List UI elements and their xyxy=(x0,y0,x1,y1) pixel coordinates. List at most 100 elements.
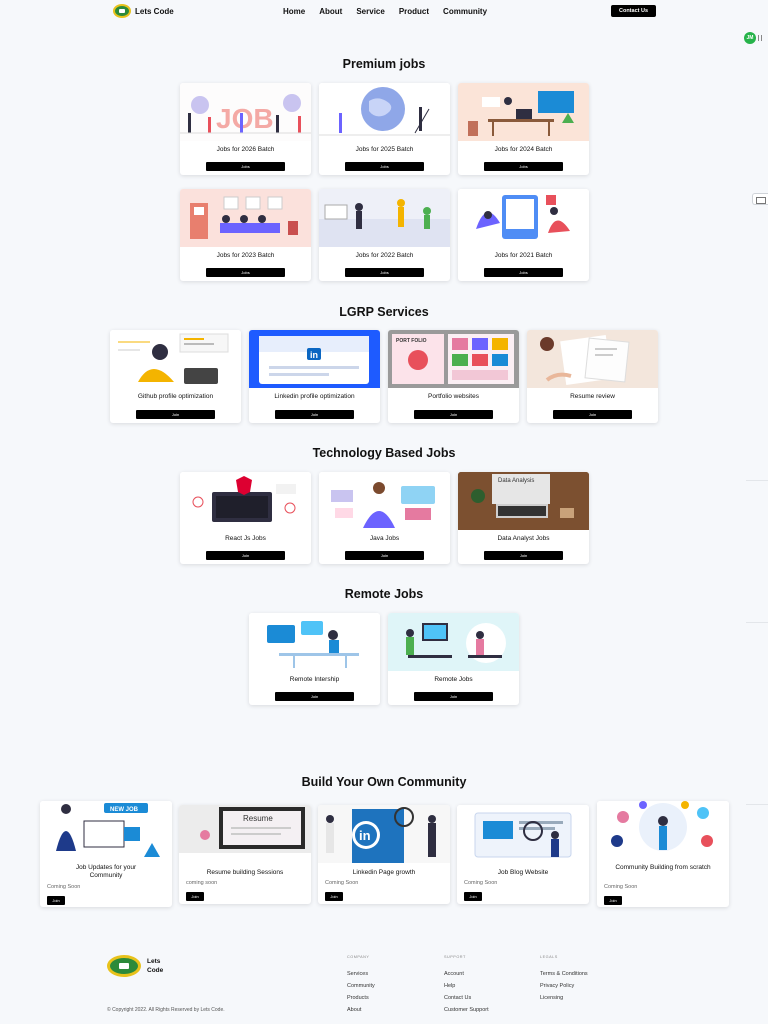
card-label: Remote Intership xyxy=(289,676,340,683)
remote-job-card: Remote Intership Join xyxy=(249,613,380,705)
footer-link-licensing[interactable]: Licensing xyxy=(540,995,564,1001)
card-label: Job Updates for your Community xyxy=(75,864,137,879)
footer-link-products[interactable]: Products xyxy=(347,995,369,1001)
remote-job-card: Remote Jobs Join xyxy=(388,613,519,705)
card-label: Jobs for 2021 Batch xyxy=(494,252,553,259)
card-label: Jobs for 2023 Batch xyxy=(216,252,275,259)
nav-about[interactable]: About xyxy=(319,7,343,16)
lgrp-service-card: Resume review Join xyxy=(527,330,658,423)
lgrp-service-card: Github profile optimization Join xyxy=(110,330,241,423)
join-button[interactable]: Join xyxy=(206,551,285,560)
join-button[interactable]: Join xyxy=(47,896,65,905)
footer-link-terms[interactable]: Terms & Conditions xyxy=(540,971,588,977)
meeting-illustration xyxy=(319,189,450,247)
desk-illustration xyxy=(458,83,589,141)
remote-jobs-title: Remote Jobs xyxy=(344,587,424,601)
resume-sessions-illustration: Resume xyxy=(179,805,311,863)
logo-icon xyxy=(107,955,141,977)
coming-soon-text: Coming Soon xyxy=(604,884,638,890)
card-label: Community Building from scratch xyxy=(615,864,711,871)
community-title: Build Your Own Community xyxy=(301,775,467,789)
tech-job-card: Data Analysis Data Analyst Jobs Join xyxy=(458,472,589,564)
card-label: Remote Jobs xyxy=(434,676,473,683)
join-button[interactable]: Join xyxy=(345,551,424,560)
footer-link-customer-support[interactable]: Customer Support xyxy=(444,1007,489,1013)
footer-link-privacy[interactable]: Privacy Policy xyxy=(540,983,575,989)
brand-name: Lets Code xyxy=(135,6,174,16)
card-label: Linkedin profile optimization xyxy=(274,393,355,400)
github-illustration xyxy=(110,330,241,388)
portfolio-illustration: PORT FOLIO xyxy=(388,330,519,388)
premium-job-card: Jobs for 2024 Batch Jobs xyxy=(458,83,589,175)
data-analyst-illustration: Data Analysis xyxy=(458,472,589,530)
footer-link-services[interactable]: Services xyxy=(347,971,369,977)
footer-link-account[interactable]: Account xyxy=(444,971,464,977)
top-navbar: Lets Code Home About Service Product Com… xyxy=(0,0,768,24)
nav-community[interactable]: Community xyxy=(443,7,488,16)
card-label: Portfolio websites xyxy=(428,393,479,400)
footer-brand-name: Lets Code xyxy=(147,958,164,974)
join-button[interactable]: Join xyxy=(553,410,632,419)
nav-service[interactable]: Service xyxy=(356,7,385,16)
community-card: in Linkedin Page growth Coming Soon Join xyxy=(318,805,450,904)
card-label: Jobs for 2026 Batch xyxy=(216,146,275,153)
community-card: Community Building from scratch Coming S… xyxy=(597,801,729,907)
footer-link-community[interactable]: Community xyxy=(347,983,375,989)
footer-link-help[interactable]: Help xyxy=(444,983,456,989)
footer-support-column: SUPPORT Account Help Contact Us Customer… xyxy=(444,955,489,1019)
join-button[interactable]: Join xyxy=(414,692,493,701)
card-label: Jobs for 2024 Batch xyxy=(494,146,553,153)
copyright-text: © Copyright 2022. All Rights Reserved by… xyxy=(107,1007,225,1013)
join-button[interactable]: Join xyxy=(325,892,343,901)
jobs-button[interactable]: Jobs xyxy=(345,162,424,171)
card-label: Resume review xyxy=(570,393,615,400)
card-label: Github profile optimization xyxy=(137,393,214,400)
nav-product[interactable]: Product xyxy=(398,7,430,16)
footer-brand-logo[interactable]: Lets Code xyxy=(107,955,169,977)
portfolio-word: PORT FOLIO xyxy=(396,338,427,344)
join-button[interactable]: Join xyxy=(464,892,482,901)
menu-icon xyxy=(758,35,762,41)
join-button[interactable]: Join xyxy=(186,892,204,901)
globe-illustration xyxy=(319,83,450,141)
coming-soon-text: Coming Soon xyxy=(464,880,498,886)
footer-link-about[interactable]: About xyxy=(347,1007,362,1013)
jobs-button[interactable]: Jobs xyxy=(345,268,424,277)
jobs-button[interactable]: Jobs xyxy=(206,162,285,171)
join-button[interactable]: Join xyxy=(136,410,215,419)
edge-divider xyxy=(746,480,768,481)
teamwork-illustration xyxy=(458,189,589,247)
edge-divider xyxy=(746,622,768,623)
svg-text:in: in xyxy=(310,350,318,360)
react-illustration xyxy=(180,472,311,530)
premium-job-card: Jobs for 2025 Batch Jobs xyxy=(319,83,450,175)
premium-job-card: Jobs for 2021 Batch Jobs xyxy=(458,189,589,281)
join-button[interactable]: Join xyxy=(484,551,563,560)
tech-job-card: React Js Jobs Join xyxy=(180,472,311,564)
contact-us-button[interactable]: Contact Us xyxy=(611,5,656,17)
premium-jobs-title: Premium jobs xyxy=(342,57,426,71)
join-button[interactable]: Join xyxy=(604,896,622,905)
nav-links: Home About Service Product Community xyxy=(283,7,487,16)
community-card: Resume Resume building Sessions coming s… xyxy=(179,805,311,904)
job-updates-illustration: NEW JOB xyxy=(40,801,172,859)
nav-home[interactable]: Home xyxy=(283,7,306,16)
join-button[interactable]: Join xyxy=(414,410,493,419)
card-label: Data Analyst Jobs xyxy=(497,535,550,542)
join-button[interactable]: Join xyxy=(275,692,354,701)
footer-column-title: SUPPORT xyxy=(444,955,466,959)
java-illustration xyxy=(319,472,450,530)
lgrp-service-card: in Linkedin profile optimization Join xyxy=(249,330,380,423)
community-card: Job Blog Website Coming Soon Join xyxy=(457,805,589,904)
chat-widget[interactable]: JM xyxy=(744,32,768,44)
footer-link-contact-us[interactable]: Contact Us xyxy=(444,995,472,1001)
jobs-button[interactable]: Jobs xyxy=(484,268,563,277)
mail-icon[interactable] xyxy=(752,193,768,205)
brand-logo[interactable]: Lets Code xyxy=(113,4,174,18)
resume-review-illustration xyxy=(527,330,658,388)
join-button[interactable]: Join xyxy=(275,410,354,419)
jobs-button[interactable]: Jobs xyxy=(484,162,563,171)
card-label: Jobs for 2025 Batch xyxy=(355,146,414,153)
jobs-button[interactable]: Jobs xyxy=(206,268,285,277)
premium-job-card: Jobs for 2022 Batch Jobs xyxy=(319,189,450,281)
